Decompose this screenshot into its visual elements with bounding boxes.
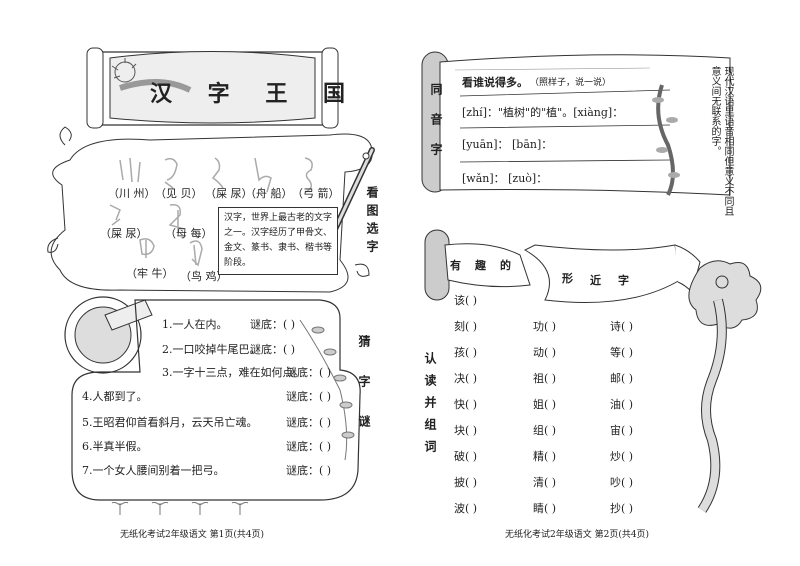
- title-scroll: [86, 47, 339, 129]
- banner-word: 形: [562, 272, 573, 285]
- homophone-line[interactable]: [wǎn]： [zuò]：: [462, 172, 548, 185]
- word-item[interactable]: 快( ): [454, 398, 478, 411]
- glyph-label: （鸟 鸡）: [180, 270, 228, 283]
- page2-decorations: [421, 51, 762, 513]
- word-item[interactable]: 决( ): [454, 372, 478, 385]
- word-item[interactable]: 油( ): [610, 398, 634, 411]
- word-item[interactable]: 睛( ): [533, 502, 557, 515]
- banner-word: 近: [590, 274, 601, 287]
- homophone-line[interactable]: [yuān]： [bān]：: [462, 138, 553, 151]
- riddle-question: 1.一人在内。: [162, 318, 228, 331]
- glyph-label: （屎 尿）: [100, 227, 148, 240]
- banner-word: 的: [500, 259, 511, 272]
- decorative-curls: [47, 126, 370, 277]
- word-item[interactable]: 组( ): [533, 424, 557, 437]
- riddle-answer[interactable]: 谜底：( ): [286, 416, 332, 429]
- riddle-question: 4.人都到了。: [82, 390, 148, 403]
- homophone-label: 同音字: [429, 83, 443, 173]
- riddle-answer[interactable]: 谜底：( ): [250, 343, 296, 356]
- word-item[interactable]: 吵( ): [610, 476, 634, 489]
- word-item[interactable]: 祖( ): [533, 372, 557, 385]
- word-item[interactable]: 波( ): [454, 502, 478, 515]
- side-note: 现代汉语里语音相同但意义不同且意义间无联系的字。: [709, 66, 733, 216]
- word-item[interactable]: 邮( ): [610, 372, 634, 385]
- banner-word: 字: [618, 274, 629, 287]
- glyph-label: （屎 尿）: [205, 187, 253, 200]
- word-item[interactable]: 破( ): [454, 450, 478, 463]
- glyph-label: （弓 箭）: [292, 187, 340, 200]
- word-item[interactable]: 清( ): [533, 476, 557, 489]
- side-label-see: 看图选字: [365, 186, 379, 258]
- ancient-glyph-sketches: [109, 157, 313, 267]
- glyph-label: （川 州）: [108, 187, 156, 200]
- word-item[interactable]: 抄( ): [610, 502, 634, 515]
- word-item[interactable]: 宙( ): [610, 424, 634, 437]
- banner-ribbon: [424, 229, 701, 303]
- homophone-title: 看谁说得多。: [462, 76, 528, 89]
- side-label-read: 认读并组词: [423, 352, 437, 462]
- vine-decoration: [652, 84, 680, 196]
- word-item[interactable]: 动( ): [533, 346, 557, 359]
- page-footer: 无纸化考试2年级语文 第1页(共4页): [120, 530, 265, 540]
- riddle-question: 2.一口咬掉牛尾巴。: [162, 343, 261, 356]
- cloud-swirl: [688, 260, 762, 513]
- riddle-answer[interactable]: 谜底：( ): [286, 390, 332, 403]
- banner-word: 有: [450, 259, 461, 272]
- page-footer: 无纸化考试2年级语文 第2页(共4页): [505, 530, 650, 540]
- word-item[interactable]: 等( ): [610, 346, 634, 359]
- riddle-question: 5.王昭君仰首看斜月，云天吊亡魂。: [82, 416, 258, 429]
- word-item[interactable]: 该( ): [454, 294, 478, 307]
- riddle-answer[interactable]: 谜底：( ): [286, 464, 332, 477]
- word-item[interactable]: 孩( ): [454, 346, 478, 359]
- info-box: 汉字，世界上最古老的文字之一。汉字经历了甲骨文、金文、篆书、隶书、楷书等阶段。: [218, 207, 338, 275]
- riddle-answer[interactable]: 谜底：( ): [286, 366, 332, 379]
- word-item[interactable]: 功( ): [533, 320, 557, 333]
- glyph-label: （牢 牛）: [126, 267, 174, 280]
- word-item[interactable]: 精( ): [533, 450, 557, 463]
- mortar-illustration: [64, 296, 153, 374]
- riddle-panel-outline: [71, 299, 361, 501]
- word-item[interactable]: 诗( ): [610, 320, 634, 333]
- riddle-question: 7.一个女人腰间别着一把弓。: [82, 464, 225, 477]
- riddle-answer[interactable]: 谜底：( ): [286, 440, 332, 453]
- grass-sprouts: [111, 501, 249, 515]
- riddle-question: 3.一字十三点，难在如何点。: [162, 366, 305, 379]
- page-title: 汉 字 王 国: [150, 81, 359, 107]
- riddle-answer[interactable]: 谜底：( ): [250, 318, 296, 331]
- word-item[interactable]: 刻( ): [454, 320, 478, 333]
- banner-word: 趣: [475, 259, 486, 272]
- side-label-riddle: 猜字谜: [357, 335, 371, 455]
- glyph-label: （母 每）: [165, 227, 213, 240]
- vine-leaves: [299, 319, 355, 461]
- word-item[interactable]: 块( ): [454, 424, 478, 437]
- homophone-hint: （照样子，说一说）: [530, 78, 612, 88]
- word-item[interactable]: 披( ): [454, 476, 478, 489]
- homophone-scroll: [421, 51, 731, 196]
- glyph-label: （舟 船）: [245, 187, 293, 200]
- homophone-line[interactable]: [zhí]："植树"的"植"。[xiàng]：: [462, 106, 624, 119]
- word-item[interactable]: 姐( ): [533, 398, 557, 411]
- word-item[interactable]: 炒( ): [610, 450, 634, 463]
- glyph-label: （见 贝）: [155, 187, 203, 200]
- riddle-question: 6.半真半假。: [82, 440, 148, 453]
